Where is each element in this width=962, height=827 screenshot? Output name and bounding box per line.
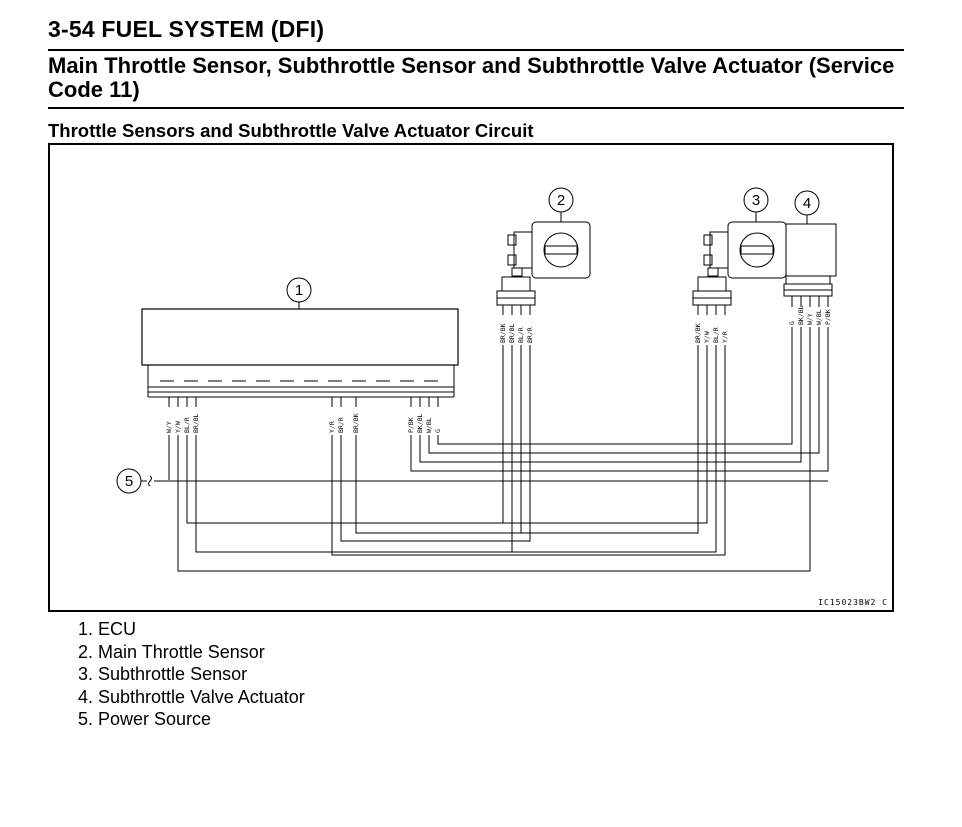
subthrottle-sensor-bore bbox=[739, 232, 775, 268]
ecu-connector bbox=[147, 364, 455, 388]
ecu-wire-label: W/Y bbox=[165, 421, 173, 433]
wire-br-r bbox=[340, 345, 531, 542]
callout-1: 1 bbox=[295, 282, 303, 299]
wire-bk-bl bbox=[419, 327, 802, 463]
wire-y-r bbox=[331, 345, 726, 556]
main-throttle-sensor-bore bbox=[543, 232, 579, 268]
legend-item: 1. ECU bbox=[78, 619, 137, 639]
circuit-diagram: 1 2 3 4 5 W/Y Y/W BL/R BR/BL Y/R BR/R BR… bbox=[48, 143, 894, 612]
ecu-wire-label: Y/W bbox=[174, 421, 182, 433]
figure-code: IC15023BW2 C bbox=[818, 598, 888, 607]
wire-bl-r-sub bbox=[512, 345, 717, 553]
actuator-wire-label: G bbox=[788, 321, 796, 325]
ecu-wire-label: G bbox=[434, 429, 442, 433]
legend-item: 2. Main Throttle Sensor bbox=[78, 641, 265, 662]
wire-br-bk bbox=[355, 345, 522, 534]
sub-sensor-wire-label: BL/R bbox=[712, 327, 720, 343]
main-sensor-wire-label: BR/R bbox=[526, 327, 534, 343]
legend-item: 5. Power Source bbox=[78, 709, 212, 730]
legend-item: 3. Subthrottle Sensor bbox=[78, 664, 248, 685]
ecu-body bbox=[141, 308, 459, 366]
actuator-wire-label: P/BK bbox=[824, 309, 832, 325]
page-header: 3-54 FUEL SYSTEM (DFI) bbox=[48, 14, 904, 44]
actuator-body bbox=[785, 223, 837, 277]
ecu-wire-label: Y/R bbox=[328, 421, 336, 433]
ecu-wire-label: BK/BL bbox=[416, 413, 424, 433]
section-rule bbox=[48, 107, 904, 109]
ecu-wire-label: W/BL bbox=[425, 417, 433, 433]
circuit-svg: 1 2 3 4 5 W/Y Y/W BL/R BR/BL Y/R BR/R BR… bbox=[116, 187, 888, 607]
wire-p-bk bbox=[410, 327, 829, 472]
sub-sensor-wire-label: Y/W bbox=[703, 331, 711, 343]
wire-br-bk-sub bbox=[503, 345, 699, 534]
main-sensor-wire-label: BR/BK bbox=[499, 323, 507, 343]
legend-item: 4. Subthrottle Valve Actuator bbox=[78, 686, 305, 707]
actuator-wire-label: BK/BL bbox=[797, 305, 805, 325]
callout-5: 5 bbox=[125, 473, 133, 490]
ecu-wire-label: BR/BL bbox=[192, 413, 200, 433]
wire-w-bl bbox=[428, 327, 820, 454]
ecu-wire-label: BR/BK bbox=[352, 413, 360, 433]
wire-br-bl bbox=[195, 345, 513, 553]
wire-g bbox=[437, 327, 793, 445]
ecu-wire-label: BL/R bbox=[183, 417, 191, 433]
wire-w-y bbox=[177, 327, 811, 572]
ecu-wire-label: BR/R bbox=[337, 417, 345, 433]
page-title: 3-54 FUEL SYSTEM (DFI) bbox=[48, 16, 325, 42]
callout-2: 2 bbox=[557, 192, 565, 209]
actuator-wire-label: W/Y bbox=[806, 313, 814, 325]
callout-3: 3 bbox=[752, 192, 760, 209]
sub-sensor-wire-label: BR/BK bbox=[694, 323, 702, 343]
ecu-wire-label: P/BK bbox=[407, 417, 415, 433]
wire-bl-r bbox=[186, 345, 504, 524]
section-title: Main Throttle Sensor, Subthrottle Sensor… bbox=[48, 53, 895, 102]
actuator-wire-label: W/BL bbox=[815, 309, 823, 325]
legend-list: 1. ECU 2. Main Throttle Sensor 3. Subthr… bbox=[78, 618, 305, 731]
callout-4: 4 bbox=[803, 195, 811, 212]
diagram-title: Throttle Sensors and Subthrottle Valve A… bbox=[48, 120, 534, 141]
main-sensor-wire-label: BL/R bbox=[517, 327, 525, 343]
wire-y-w-sub bbox=[503, 345, 708, 524]
header-rule bbox=[48, 49, 904, 51]
main-sensor-wire-label: BR/BL bbox=[508, 323, 516, 343]
sub-sensor-wire-label: Y/R bbox=[721, 331, 729, 343]
